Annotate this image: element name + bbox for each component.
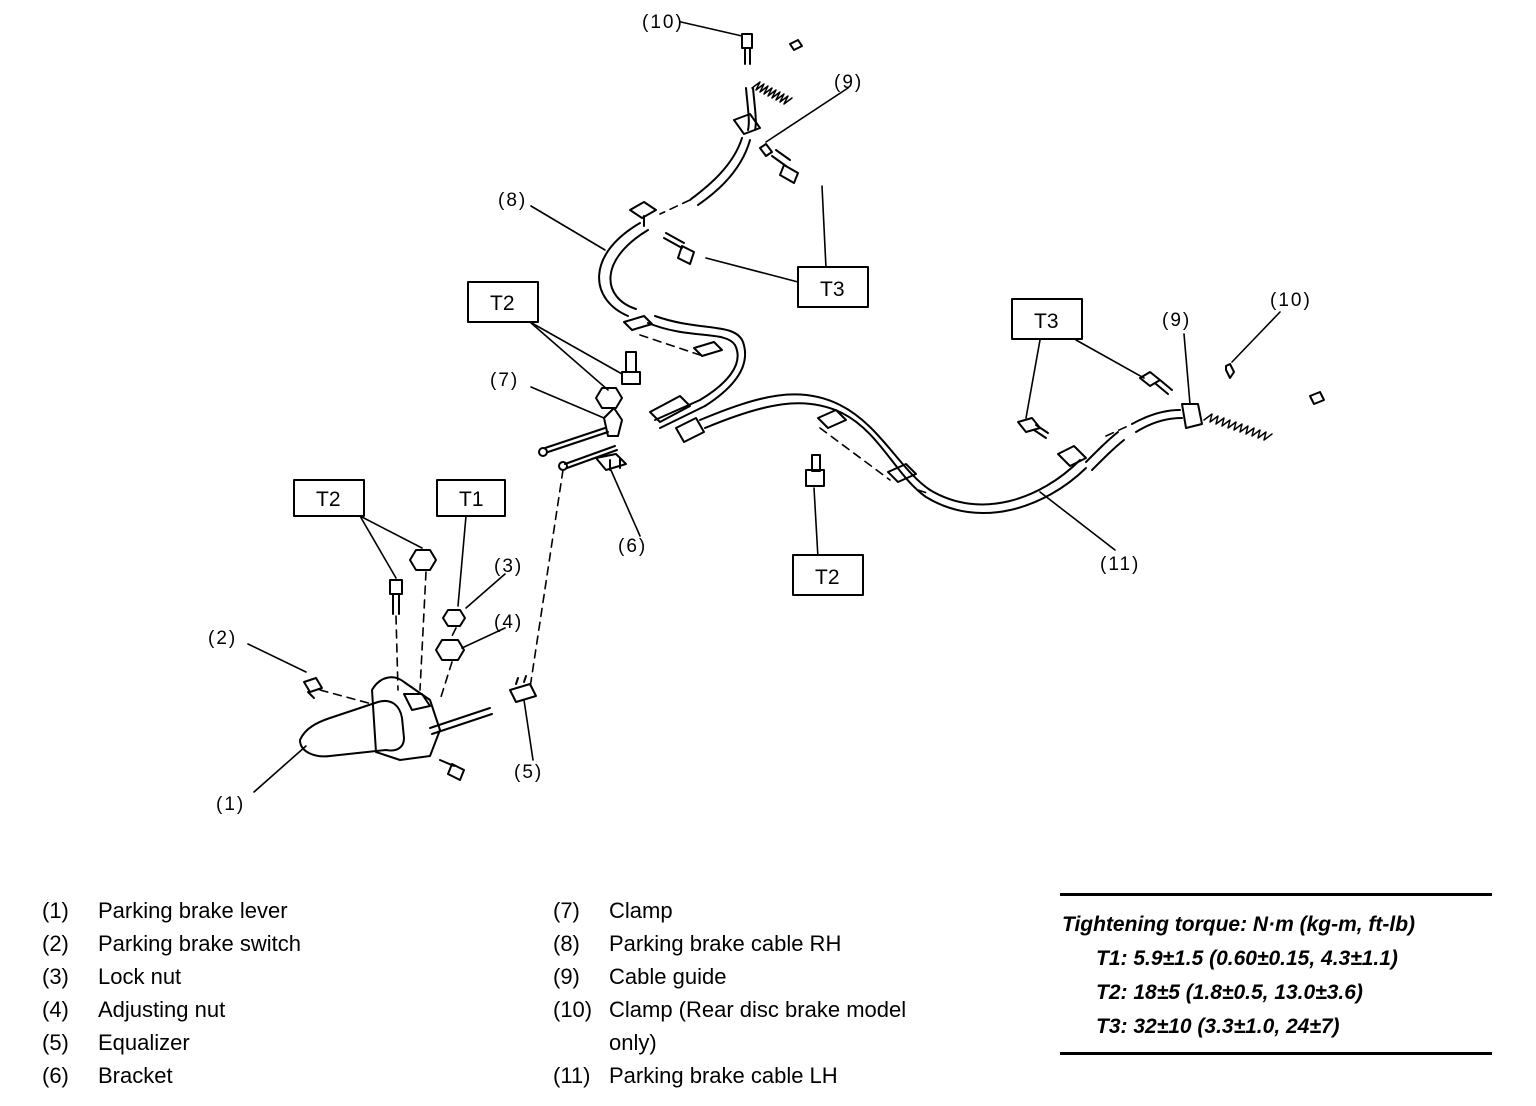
lh-cable-stud [805, 454, 825, 487]
legend-item: (10) Clamp (Rear disc brake model only) [553, 993, 969, 1059]
legend-text: Parking brake lever [98, 898, 288, 923]
lh-cable-clamp-right [1057, 445, 1087, 467]
lh-cable-guide [1181, 403, 1203, 429]
torque-heading: Tightening torque: N·m (kg-m, ft-lb) [1062, 913, 1416, 936]
legend-item: (3) Lock nut [42, 960, 518, 993]
legend-item: (7) Clamp [553, 894, 969, 927]
legend-number: (3) [42, 964, 69, 989]
torque-tag-t2-left: T2 [316, 488, 341, 511]
alignment-dashes [319, 199, 1129, 705]
cable-guide-top [733, 113, 799, 184]
legend-text: Lock nut [98, 964, 182, 989]
rh-cable-nut [595, 387, 623, 409]
torque-box-t1 [436, 479, 506, 517]
rh-cable-spring-end [751, 81, 793, 105]
legend-number: (7) [553, 898, 580, 923]
torque-t1: T1: 5.9±1.5 (0.60±0.15, 4.3±1.1) [1096, 947, 1398, 970]
legend-text: Parking brake switch [98, 931, 301, 956]
torque-tag-t2-lower: T2 [815, 566, 840, 589]
legend-item: (6) Bracket [42, 1059, 518, 1092]
legend-item: (9) Cable guide [553, 960, 969, 993]
legend-number: (2) [42, 931, 69, 956]
rh-cable-lower-clamp-b [693, 341, 723, 357]
lh-cable-tip [1309, 391, 1325, 405]
legend-text: Equalizer [98, 1030, 190, 1055]
legend-item: (11) Parking brake cable LH [553, 1059, 969, 1092]
callout-3: (3) [494, 556, 523, 577]
parking-brake-cable-lh [699, 393, 1183, 514]
legend-number: (9) [553, 964, 580, 989]
callout-10-right: (10) [1270, 290, 1312, 311]
lh-cable-bolt-left [1017, 417, 1049, 439]
torque-box-t2-left [293, 479, 365, 517]
torque-t2: T2: 18±5 (1.8±0.5, 13.0±3.6) [1096, 981, 1363, 1004]
adjusting-nut [435, 639, 465, 661]
legend-item: (5) Equalizer [42, 1026, 518, 1059]
lever-nut [409, 549, 437, 571]
legend-text: Parking brake cable RH [609, 931, 842, 956]
legend-item: (2) Parking brake switch [42, 927, 518, 960]
legend-text: Cable guide [609, 964, 727, 989]
equalizer [509, 675, 537, 703]
callout-2: (2) [208, 628, 237, 649]
legend-item: (4) Adjusting nut [42, 993, 518, 1026]
callout-11: (11) [1100, 554, 1140, 575]
legend-text: Clamp (Rear disc brake model only) [609, 997, 907, 1055]
callout-7: (7) [490, 370, 519, 391]
torque-box-t3-right [1011, 298, 1083, 340]
parts-legend-right: (7) Clamp (8) Parking brake cable RH (9) Ca… [553, 894, 969, 1092]
callout-9-top: (9) [834, 72, 863, 93]
legend-item: (8) Parking brake cable RH [553, 927, 969, 960]
legend-number: (1) [42, 898, 69, 923]
legend-text: Bracket [98, 1063, 173, 1088]
torque-box-t3-top [797, 266, 869, 308]
callout-1: (1) [216, 794, 245, 815]
rh-cable-clamp [629, 201, 657, 227]
legend-number: (11) [553, 1063, 591, 1088]
lever-bolt [389, 579, 403, 615]
clamp-10-top [741, 33, 753, 65]
legend-text: Clamp [609, 898, 673, 923]
parts-legend-left: (1) Parking brake lever (2) Parking brake … [42, 894, 518, 1092]
rh-cable-lower-clamp-a [623, 315, 653, 331]
lh-cable-clamp-b [887, 463, 917, 483]
callout-4: (4) [494, 612, 523, 633]
lh-cable-spring-end [1203, 413, 1273, 441]
torque-tag-t1: T1 [459, 488, 484, 511]
torque-box-t2-lower [792, 554, 864, 596]
lock-nut [442, 609, 466, 627]
legend-number: (4) [42, 997, 69, 1022]
parking-brake-exploded-diagram: (10) (9) (8) (7) (9) (10) (6) (11) (3) (… [208, 12, 1325, 815]
legend-number: (6) [42, 1063, 69, 1088]
callout-8: (8) [498, 190, 527, 211]
torque-box-t2-upper [467, 281, 539, 323]
legend-number: (8) [553, 931, 580, 956]
equalizer-cable-junction [538, 395, 705, 471]
parking-brake-lever [299, 676, 493, 781]
clamp-10-right [1225, 363, 1235, 379]
torque-tag-t3-top: T3 [820, 278, 845, 301]
callout-10-top: (10) [642, 12, 684, 33]
torque-tag-t3-right: T3 [1034, 310, 1059, 333]
callout-6: (6) [618, 536, 647, 557]
legend-text: Adjusting nut [98, 997, 226, 1022]
parking-brake-cable-rh [598, 87, 757, 429]
rh-cable-tip [789, 39, 803, 51]
torque-t3: T3: 32±10 (3.3±1.0, 24±7) [1096, 1015, 1340, 1038]
parking-brake-switch [303, 677, 323, 699]
leader-lines [247, 21, 1281, 793]
torque-tag-t2-upper: T2 [490, 292, 515, 315]
rh-cable-bolt [663, 232, 695, 265]
legend-item: (1) Parking brake lever [42, 894, 518, 927]
lh-cable-bolt [1139, 371, 1173, 395]
legend-number: (10) [553, 997, 593, 1022]
legend-number: (5) [42, 1030, 69, 1055]
rh-cable-stud [621, 351, 641, 385]
callout-5: (5) [514, 762, 543, 783]
legend-text: Parking brake cable LH [609, 1063, 838, 1088]
tightening-torque-box: Tightening torque: N·m (kg-m, ft-lb) T1:… [1060, 893, 1492, 1055]
callout-9-right: (9) [1162, 310, 1191, 331]
lh-cable-clamp-a [817, 409, 847, 429]
